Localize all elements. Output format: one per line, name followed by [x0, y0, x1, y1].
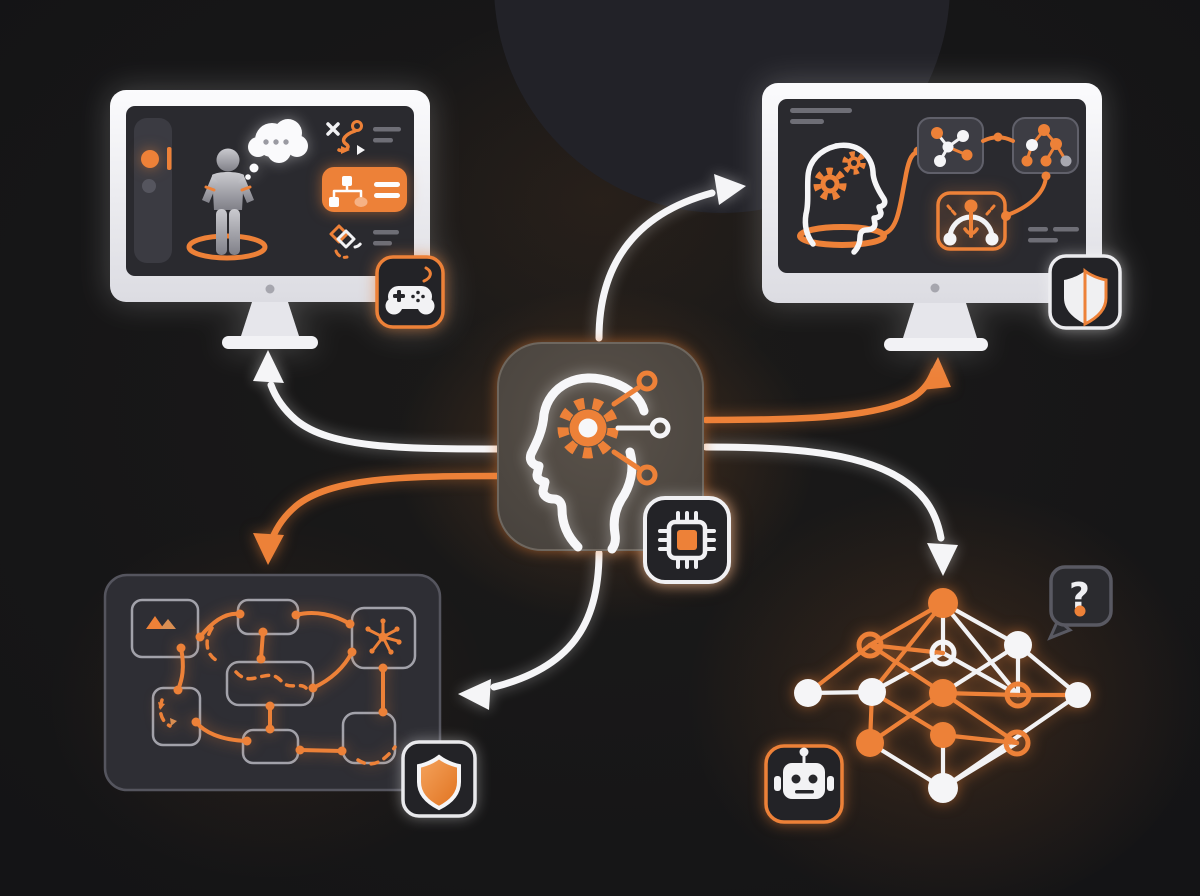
flowchart-card-icon[interactable]: [322, 167, 407, 212]
sidebar-inactive-dot[interactable]: [142, 179, 156, 193]
route-icon[interactable]: [326, 120, 401, 156]
cpu-chip-icon: [658, 511, 716, 569]
shield-icon: [417, 754, 461, 811]
shield-icon: [1064, 267, 1108, 327]
ai-core: [497, 342, 731, 584]
camera-dot: [265, 284, 275, 294]
camera-dot: [930, 283, 940, 293]
question-mark: ?: [1069, 576, 1090, 617]
arrow-center-to-flow-panel-white: [458, 549, 603, 710]
arrow-center-to-ai-monitor-orange: [702, 357, 951, 424]
sidebar[interactable]: [134, 118, 172, 263]
monitor-stand: [241, 302, 299, 336]
shield-badge[interactable]: [401, 740, 477, 818]
game-controller-icon: [385, 266, 435, 315]
flow-connectors: [158, 609, 397, 766]
arrow-center-to-flow-panel: [253, 472, 501, 565]
question-dot: [1074, 605, 1086, 617]
circuit-branches-icon: [611, 370, 671, 486]
gear-icon: [557, 397, 619, 459]
cpu-chip-badge[interactable]: [643, 496, 731, 584]
sidebar-active-dot[interactable]: [141, 150, 159, 168]
head-gear-circuit-icon: [525, 370, 671, 554]
dashed-path-icon: [158, 626, 397, 766]
question-bubble: ?: [1047, 565, 1113, 641]
ai-pipeline-monitor: [762, 83, 1122, 351]
node-graph-card-icon[interactable]: [917, 117, 984, 174]
player-figure-icon: [186, 148, 268, 261]
monitor-base: [884, 338, 988, 351]
hub-node-icon: [365, 618, 402, 655]
gear-icon: [813, 151, 866, 201]
arrow-center-to-neural-network: [702, 443, 958, 576]
nn-nodes: [794, 588, 1091, 803]
thought-bubble-icon: [245, 119, 308, 180]
robot-icon: [774, 747, 834, 799]
head-gears-icon: [797, 142, 923, 255]
gauge-card-icon[interactable]: [936, 191, 1007, 251]
game-monitor: [110, 90, 445, 349]
monitor-stand: [903, 303, 977, 338]
arrow-center-to-game-monitor: [253, 350, 501, 453]
shield-badge[interactable]: [1048, 254, 1122, 330]
monitor-base: [222, 336, 318, 349]
robot-badge[interactable]: [764, 744, 844, 824]
tree-graph-card-icon[interactable]: [1012, 117, 1079, 174]
diamond-list-icon[interactable]: [329, 224, 399, 259]
mountains-node-icon: [146, 616, 176, 629]
game-controller-badge[interactable]: [375, 255, 445, 329]
sidebar-active-indicator: [167, 147, 172, 170]
neural-network: [794, 588, 1091, 803]
arrow-center-to-ai-monitor-white: [595, 174, 746, 342]
behavior-flow-panel: [103, 573, 477, 818]
